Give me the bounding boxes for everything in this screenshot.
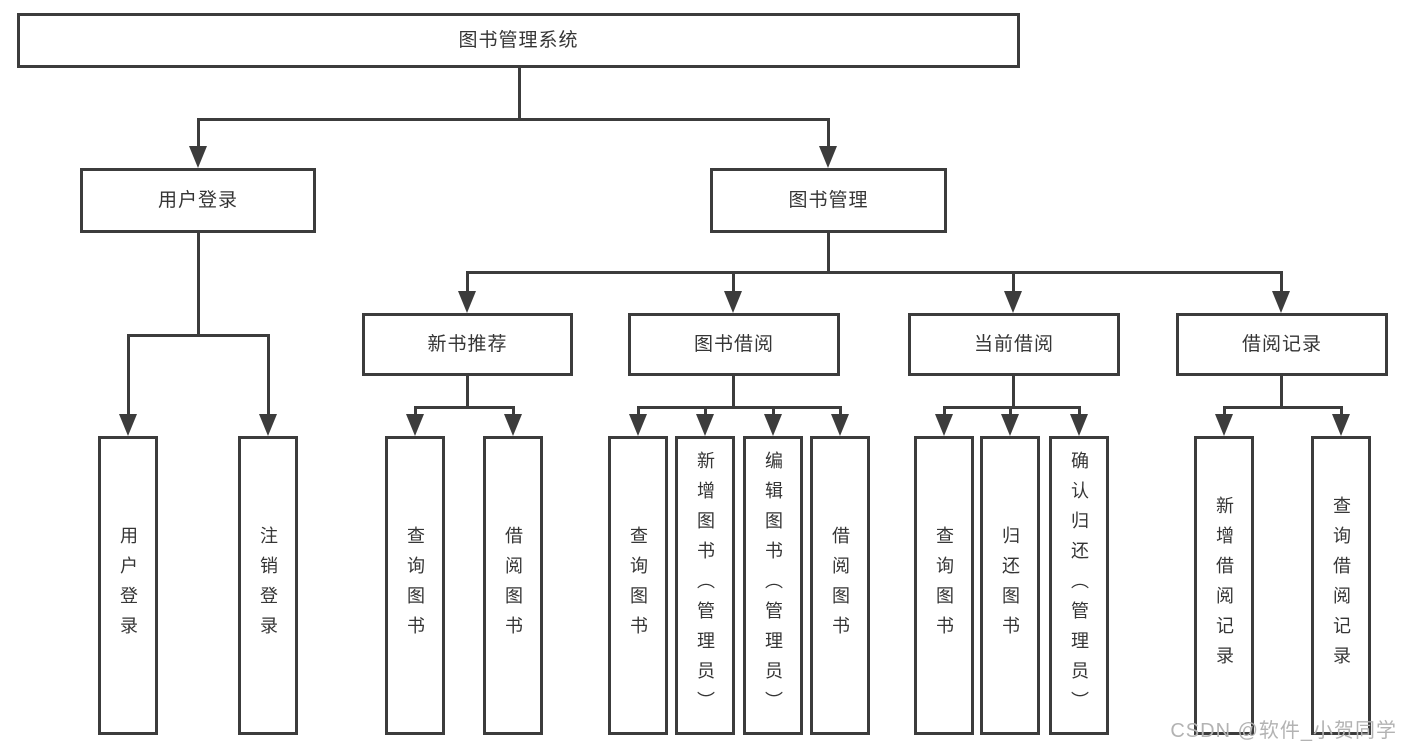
leaf-logout-label: 注销登录 — [258, 525, 278, 646]
arrow-down-icon — [1332, 414, 1350, 436]
arrow-down-icon — [504, 414, 522, 436]
leaf-query-borrow-record-label: 查询借阅记录 — [1331, 495, 1351, 676]
leaf-query-books-3-label: 查询图书 — [934, 525, 954, 646]
node-borrowing-records: 借阅记录 — [1176, 313, 1388, 376]
node-current-borrowing-label: 当前借阅 — [973, 334, 1054, 355]
arrow-down-icon — [119, 414, 137, 436]
node-book-borrowing: 图书借阅 — [628, 313, 840, 376]
connector-line — [511, 407, 515, 417]
connector-line — [1011, 376, 1015, 409]
node-user-login-label: 用户登录 — [157, 190, 238, 211]
leaf-user-login-label: 用户登录 — [118, 525, 138, 646]
connector-line — [1008, 407, 1012, 417]
leaf-query-books-2: 查询图书 — [608, 436, 668, 735]
node-new-book-recommendation: 新书推荐 — [362, 313, 573, 376]
node-borrowing-records-label: 借阅记录 — [1241, 334, 1322, 355]
arrow-down-icon — [831, 414, 849, 436]
csdn-watermark: CSDN @软件_小贺同学 — [1170, 720, 1397, 742]
connector-line — [1222, 407, 1226, 417]
connector-line — [731, 272, 735, 294]
arrow-down-icon — [1215, 414, 1233, 436]
leaf-edit-book-admin-label: 编辑图书（管理员） — [763, 450, 783, 721]
connector-line — [826, 233, 830, 274]
node-root: 图书管理系统 — [17, 13, 1020, 68]
arrow-down-icon — [406, 414, 424, 436]
connector-line — [1222, 405, 1343, 409]
node-book-borrowing-label: 图书借阅 — [693, 334, 774, 355]
connector-line — [942, 405, 1081, 409]
connector-line — [517, 68, 521, 120]
connector-line — [1279, 272, 1283, 294]
connector-line — [703, 407, 707, 417]
leaf-add-borrow-record-label: 新增借阅记录 — [1214, 495, 1234, 676]
node-user-login: 用户登录 — [80, 168, 316, 233]
connector-line — [196, 119, 200, 149]
node-book-management: 图书管理 — [710, 168, 947, 233]
connector-line — [413, 405, 515, 409]
arrow-down-icon — [1272, 291, 1290, 313]
arrow-down-icon — [1004, 291, 1022, 313]
leaf-query-books-1: 查询图书 — [385, 436, 445, 735]
connector-line — [1279, 376, 1283, 409]
connector-line — [771, 407, 775, 417]
arrow-down-icon — [764, 414, 782, 436]
leaf-query-books-3: 查询图书 — [914, 436, 974, 735]
node-root-label: 图书管理系统 — [458, 30, 579, 51]
leaf-borrow-books-2-label: 借阅图书 — [830, 525, 850, 646]
arrow-down-icon — [189, 146, 207, 168]
arrow-down-icon — [935, 414, 953, 436]
leaf-add-book-admin: 新增图书（管理员） — [675, 436, 735, 735]
node-book-management-label: 图书管理 — [788, 190, 869, 211]
arrow-down-icon — [1070, 414, 1088, 436]
leaf-confirm-return-admin-label: 确认归还（管理员） — [1069, 450, 1089, 721]
leaf-borrow-books-1-label: 借阅图书 — [503, 525, 523, 646]
node-current-borrowing: 当前借阅 — [908, 313, 1120, 376]
connector-line — [826, 119, 830, 149]
leaf-query-books-2-label: 查询图书 — [628, 525, 648, 646]
connector-line — [196, 117, 830, 121]
connector-line — [126, 333, 270, 337]
connector-line — [465, 270, 1283, 274]
leaf-add-book-admin-label: 新增图书（管理员） — [695, 450, 715, 721]
node-new-book-recommendation-label: 新书推荐 — [427, 334, 508, 355]
connector-line — [942, 407, 946, 417]
leaf-borrow-books-1: 借阅图书 — [483, 436, 543, 735]
arrow-down-icon — [259, 414, 277, 436]
leaf-borrow-books-2: 借阅图书 — [810, 436, 870, 735]
arrow-down-icon — [1001, 414, 1019, 436]
leaf-confirm-return-admin: 确认归还（管理员） — [1049, 436, 1109, 735]
arrow-down-icon — [819, 146, 837, 168]
connector-line — [636, 405, 842, 409]
arrow-down-icon — [629, 414, 647, 436]
connector-line — [266, 335, 270, 417]
arrow-down-icon — [458, 291, 476, 313]
connector-line — [465, 272, 469, 294]
connector-line — [838, 407, 842, 417]
leaf-user-login: 用户登录 — [98, 436, 158, 735]
leaf-return-books: 归还图书 — [980, 436, 1040, 735]
leaf-edit-book-admin: 编辑图书（管理员） — [743, 436, 803, 735]
leaf-logout: 注销登录 — [238, 436, 298, 735]
connector-line — [1011, 272, 1015, 294]
connector-line — [731, 376, 735, 409]
arrow-down-icon — [724, 291, 742, 313]
connector-line — [196, 233, 200, 337]
leaf-return-books-label: 归还图书 — [1000, 525, 1020, 646]
connector-line — [1339, 407, 1343, 417]
leaf-query-books-1-label: 查询图书 — [405, 525, 425, 646]
connector-line — [413, 407, 417, 417]
arrow-down-icon — [696, 414, 714, 436]
connector-line — [126, 335, 130, 417]
connector-line — [465, 376, 469, 409]
leaf-add-borrow-record: 新增借阅记录 — [1194, 436, 1254, 735]
connector-line — [636, 407, 640, 417]
leaf-query-borrow-record: 查询借阅记录 — [1311, 436, 1371, 735]
connector-line — [1077, 407, 1081, 417]
